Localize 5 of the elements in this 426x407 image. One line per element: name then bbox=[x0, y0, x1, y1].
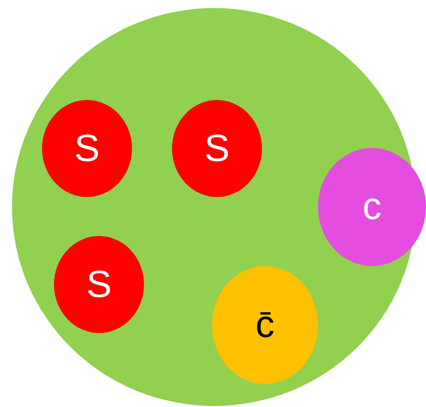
node-letter: S bbox=[204, 130, 230, 168]
node-letter: c̄ bbox=[256, 306, 274, 344]
node-letter: S bbox=[74, 130, 100, 168]
node-letter: S bbox=[86, 266, 112, 304]
node-letter: c bbox=[362, 188, 382, 226]
